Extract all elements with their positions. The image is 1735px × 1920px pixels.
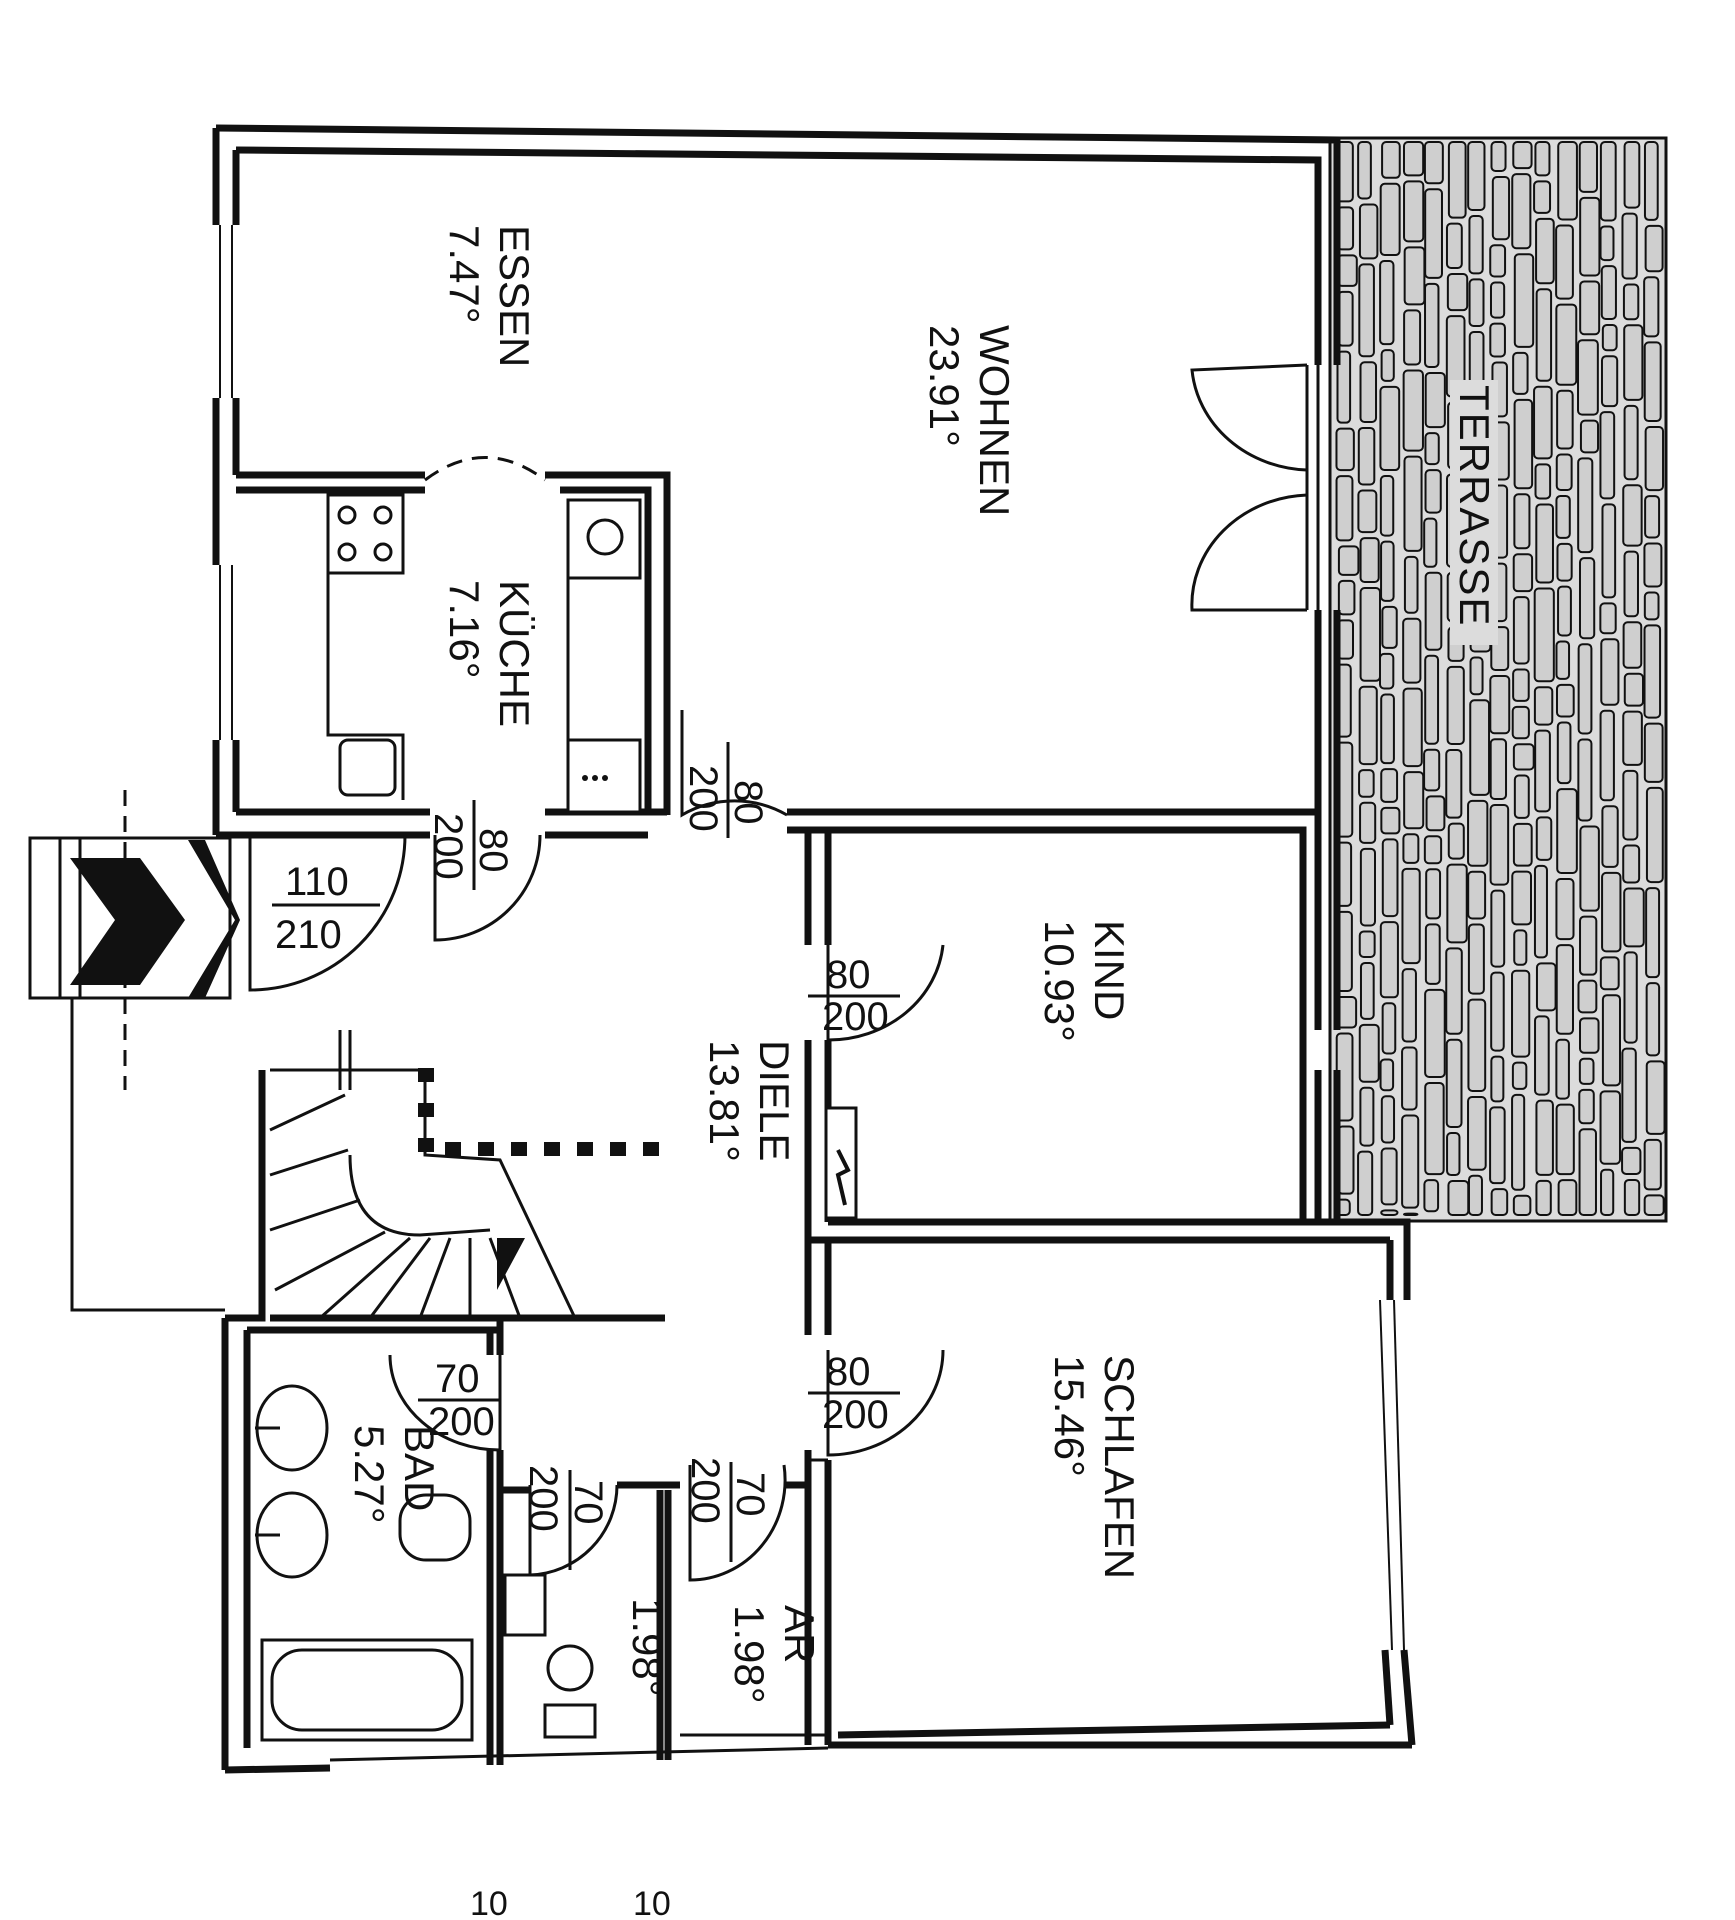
room-area-bad: 5.27° [346, 1425, 393, 1524]
svg-text:200: 200 [822, 1393, 889, 1437]
entrance-area [28, 790, 240, 1312]
washbasin-icon [503, 1573, 547, 1637]
outer-walls [212, 124, 1416, 1774]
svg-text:200: 200 [426, 813, 470, 880]
washing-machine-icon [566, 498, 642, 580]
door-dim-schlafen: 80 200 [808, 1350, 900, 1437]
bath-fixtures [255, 1106, 858, 1742]
room-name-bad: BAD [396, 1425, 443, 1511]
stair-dots [418, 1068, 659, 1156]
svg-text:200: 200 [822, 995, 889, 1039]
sink-icon [338, 738, 397, 797]
interior-walls [216, 471, 1390, 1765]
door-swings [248, 363, 1308, 1582]
door-dim-wc: 70 200 [521, 1465, 610, 1532]
room-name-kind: KIND [1086, 920, 1133, 1020]
svg-text:80: 80 [826, 953, 871, 997]
room-area-ar: 1.98° [726, 1605, 773, 1704]
svg-text:80: 80 [471, 828, 515, 873]
staircase [269, 1030, 577, 1320]
footer-number-right: 10 [633, 1885, 671, 1920]
entrance-arrow-icon [70, 858, 185, 985]
door-dim-kind: 80 200 [808, 953, 900, 1039]
room-area-essen: 7.47° [441, 225, 488, 324]
svg-text:70: 70 [566, 1480, 610, 1525]
door-dim-ar: 70 200 [683, 1457, 772, 1524]
room-name-diele: DIELE [751, 1040, 798, 1161]
room-area-wohnen: 23.91° [921, 325, 968, 447]
svg-text:200: 200 [683, 1457, 727, 1524]
door-dim-entrance: 110 210 [272, 860, 380, 957]
room-name-wohnen: WOHNEN [971, 325, 1018, 516]
room-name-essen: ESSEN [491, 225, 538, 367]
terrace [1328, 136, 1668, 1223]
room-area-wc: 1.98° [624, 1598, 671, 1697]
kitchen-fixtures [326, 493, 642, 814]
bidet-icon [398, 1493, 472, 1562]
room-area-schlafen: 15.46° [1046, 1355, 1093, 1477]
svg-text:200: 200 [521, 1465, 565, 1532]
svg-text:70: 70 [435, 1357, 480, 1401]
svg-text:200: 200 [428, 1400, 495, 1444]
room-name-kueche: KÜCHE [491, 580, 538, 727]
electric-panel-icon [824, 1106, 858, 1220]
toilet-icon [546, 1644, 594, 1692]
svg-text:80: 80 [726, 780, 770, 825]
door-dim-wohnen: 80 200 [681, 765, 770, 832]
svg-text:110: 110 [285, 860, 349, 904]
room-name-terrasse: TERRASSE [1451, 385, 1498, 627]
door-dim-bad: 70 200 [418, 1357, 500, 1444]
room-area-kind: 10.93° [1036, 920, 1083, 1042]
svg-text:210: 210 [275, 913, 342, 957]
room-name-ar: AR [776, 1605, 823, 1663]
bathtub-icon [260, 1638, 474, 1742]
svg-text:80: 80 [826, 1350, 871, 1394]
stove-icon [326, 493, 405, 575]
svg-text:200: 200 [681, 765, 725, 832]
room-area-diele: 13.81° [701, 1040, 748, 1162]
svg-text:70: 70 [728, 1472, 772, 1517]
room-area-kueche: 7.16° [441, 580, 488, 679]
room-name-schlafen: SCHLAFEN [1096, 1355, 1143, 1579]
door-dim-kueche: 80 200 [426, 813, 515, 880]
footer-number-left: 10 [470, 1885, 508, 1920]
